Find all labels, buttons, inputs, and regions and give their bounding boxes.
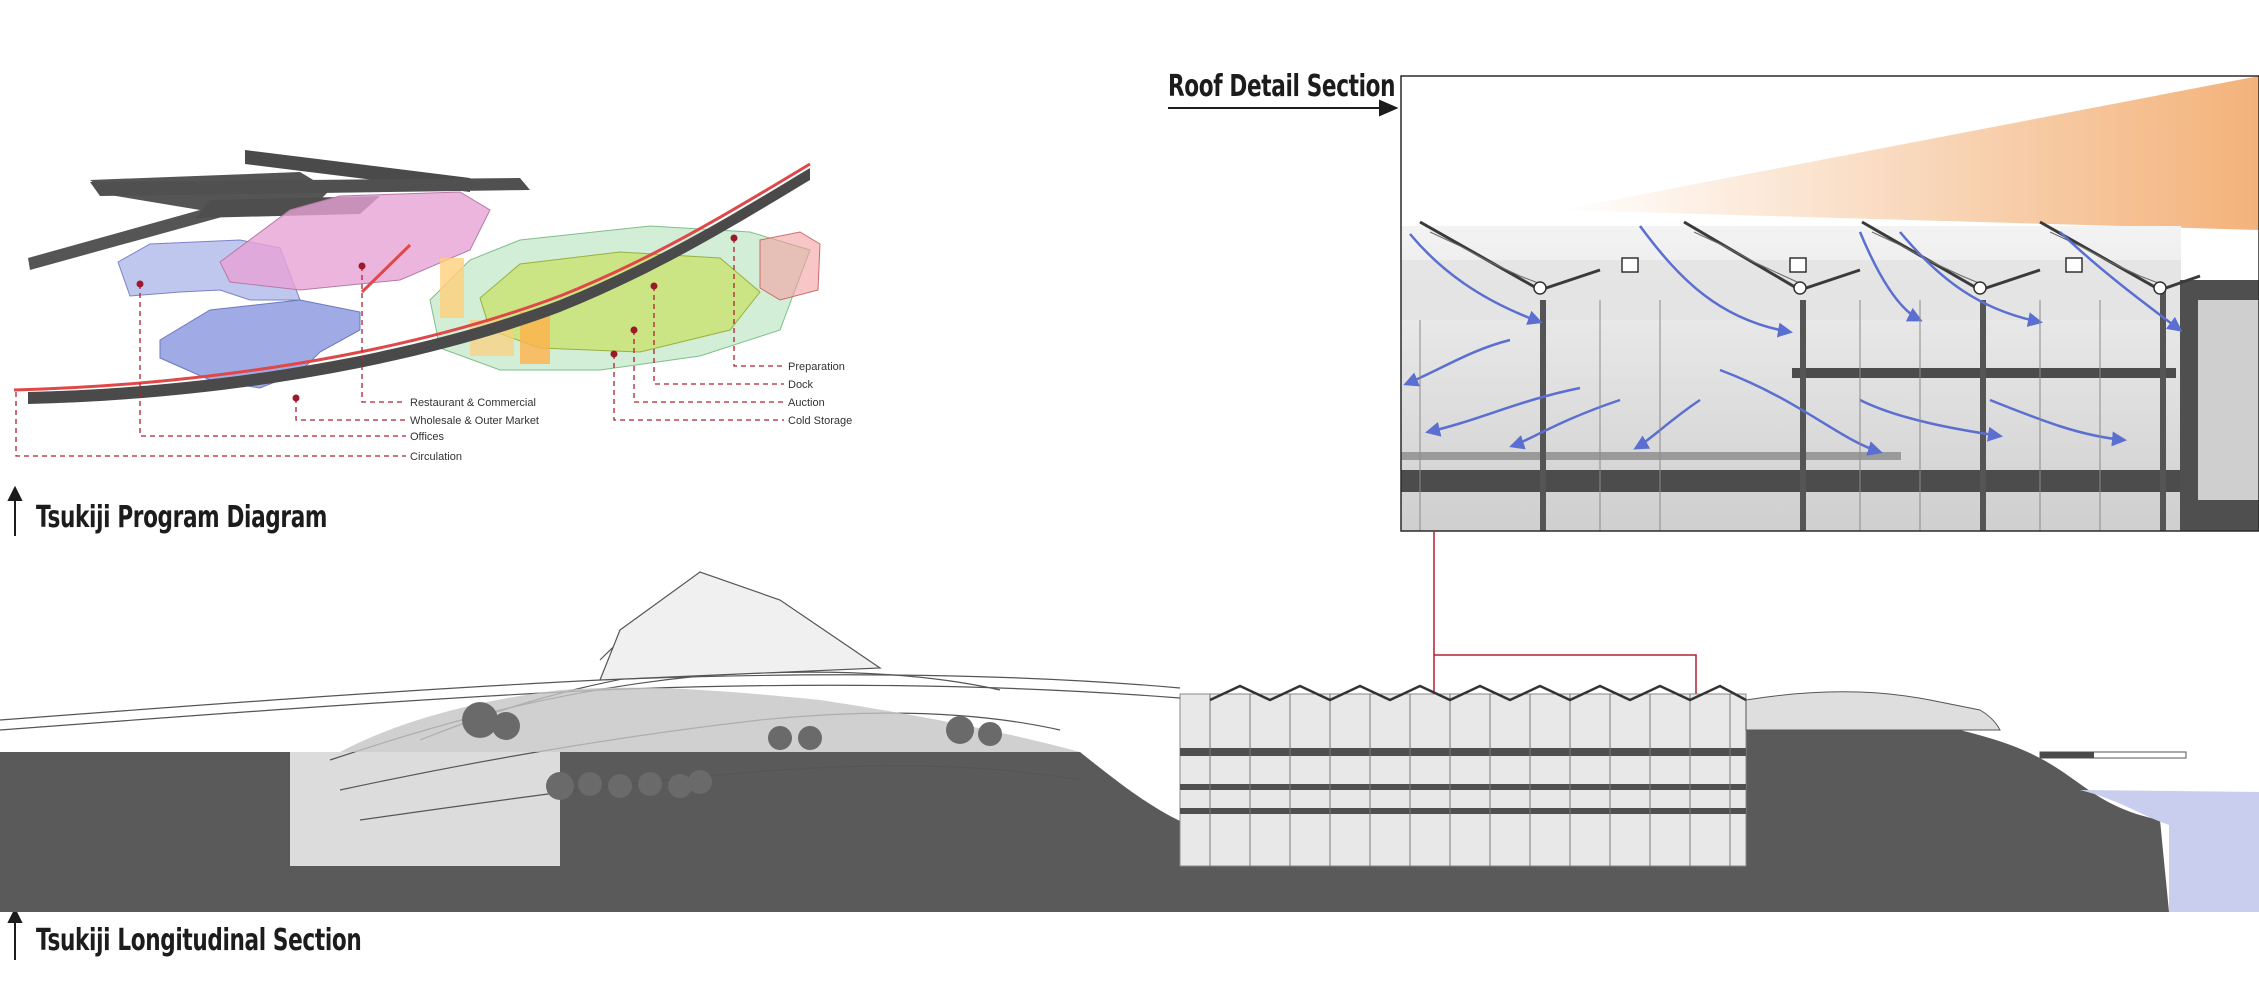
restaurant-volume <box>219 191 491 291</box>
offices-volume-a <box>440 258 464 318</box>
section-trees <box>462 702 1002 800</box>
wholesale-volume-south <box>159 299 361 389</box>
leader-wholesale <box>295 398 406 421</box>
longitudinal-section <box>0 571 2259 912</box>
section-hall-roof <box>1209 684 1747 702</box>
roof-panel-frame <box>1400 75 2259 532</box>
solar-gradient <box>1560 76 2259 230</box>
section-hall-slabs <box>1180 748 1746 814</box>
section-landscape <box>340 687 1080 752</box>
leader-dock <box>653 286 784 385</box>
program-leader-dots <box>136 234 738 402</box>
leader-auction <box>633 330 784 403</box>
arrow-program-head <box>7 485 23 501</box>
leader-circulation <box>15 392 406 457</box>
legend-auction: Auction <box>788 397 825 409</box>
arrow-section-head <box>7 907 23 923</box>
legend-dock: Dock <box>788 379 814 391</box>
section-pier-dark <box>2040 752 2094 758</box>
circulation-line <box>13 162 811 392</box>
preparation-volume <box>759 231 821 301</box>
slab-left <box>28 172 330 270</box>
program-restaurant <box>219 191 491 291</box>
longitudinal-section-title: Tsukiji Longitudinal Section <box>36 923 362 958</box>
program-diagram-title: Tsukiji Program Diagram <box>36 500 328 535</box>
arrow-roof-head <box>1379 99 1399 117</box>
legend-circulation: Circulation <box>410 451 462 463</box>
section-market-hall <box>1179 693 1747 867</box>
heading-arrows <box>7 99 1399 960</box>
roof-gutters <box>1533 257 2167 295</box>
section-ground <box>0 696 2169 912</box>
legend-wholesale: Wholesale & Outer Market <box>410 415 539 427</box>
section-east-structure <box>1745 691 2001 731</box>
roof-end-wall-inner <box>2198 300 2259 500</box>
program-preparation <box>759 231 821 301</box>
roof-mullions <box>1419 300 2101 531</box>
leader-cold-storage <box>613 354 784 421</box>
roof-slab-lower <box>1401 452 1901 460</box>
leader-restaurant <box>361 266 406 403</box>
program-circulation <box>13 162 811 404</box>
program-legend: Restaurant & Commercial Wholesale & Oute… <box>410 361 852 463</box>
section-hall-columns <box>1209 694 1731 866</box>
circulation-branch <box>360 243 412 294</box>
section-feature-roof <box>599 571 882 681</box>
legend-offices: Offices <box>410 431 445 443</box>
section-underground-hall <box>290 752 560 866</box>
leader-preparation <box>733 238 784 367</box>
legend-cold-storage: Cold Storage <box>788 415 852 427</box>
program-leaders <box>15 238 784 457</box>
roof-detail-panel <box>1401 76 2259 531</box>
section-water <box>2080 790 2259 912</box>
airflow-arrows <box>1403 225 2183 456</box>
slab-bar <box>90 178 530 196</box>
roof-detail-title: Roof Detail Section <box>1168 69 1396 104</box>
legend-preparation: Preparation <box>788 361 845 373</box>
roof-columns <box>1540 290 2166 531</box>
legend-restaurant: Restaurant & Commercial <box>410 397 536 409</box>
roof-slab-floor <box>1401 470 2181 492</box>
